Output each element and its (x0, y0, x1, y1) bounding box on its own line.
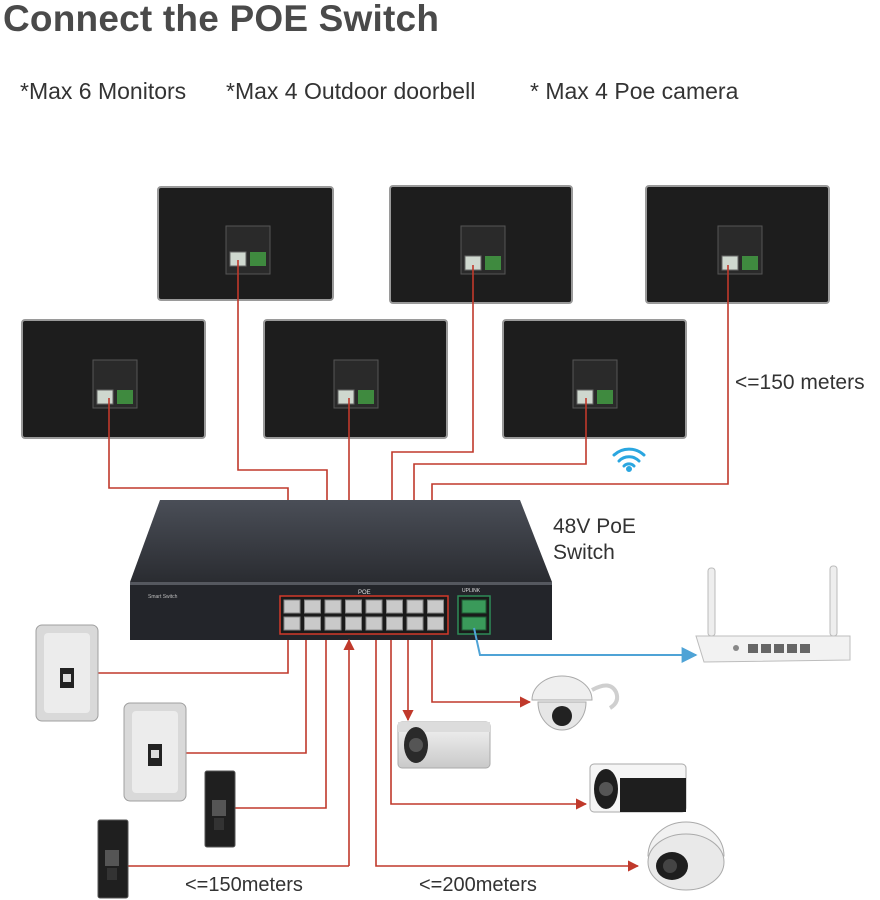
camera-cables (375, 640, 640, 872)
doorbell-cables (76, 638, 355, 872)
doorbell-2 (123, 702, 187, 802)
switch-port (365, 616, 383, 631)
camera-distance-label: <=200meters (419, 874, 537, 896)
switch-poe-label: POE (358, 590, 371, 596)
switch-port (304, 616, 321, 631)
switch-port (324, 616, 342, 631)
limit-cameras: * Max 4 Poe camera (530, 78, 739, 104)
monitor-distance-label: <=150 meters (735, 371, 865, 394)
switch-port (283, 616, 301, 631)
monitor-6 (502, 319, 687, 439)
switch-port (283, 599, 301, 614)
doorbell-1 (35, 624, 99, 722)
switch-name-line1: 48V PoE (553, 515, 636, 538)
switch-port (406, 616, 424, 631)
camera-dome (531, 675, 620, 731)
camera-turret (647, 821, 725, 891)
limit-doorbells: *Max 4 Outdoor doorbell (226, 78, 476, 104)
switch-port (386, 599, 403, 614)
uplink-port (461, 599, 487, 614)
switch-brand-label: Smart Switch (148, 594, 178, 600)
wifi-icon (612, 447, 646, 472)
limit-monitors: *Max 6 Monitors (20, 78, 187, 104)
doorbell-distance-label: <=150meters (185, 874, 303, 896)
monitor-5 (263, 319, 448, 439)
switch-port (406, 599, 424, 614)
uplink-cable (473, 627, 698, 663)
switch-port (345, 616, 362, 631)
switch-ports (283, 599, 487, 631)
camera-bullet-1 (397, 721, 491, 769)
switch-uplink-label: UPLINK (462, 588, 481, 594)
page-title: Connect the POE Switch (3, 0, 440, 39)
monitor-2 (389, 185, 573, 304)
switch-port (365, 599, 383, 614)
switch-port (427, 599, 444, 614)
router (695, 565, 851, 663)
switch-port (427, 616, 444, 631)
monitor-4 (21, 319, 206, 439)
switch-name-line2: Switch (553, 541, 615, 564)
switch-port (345, 599, 362, 614)
switch-port (386, 616, 403, 631)
monitor-1 (157, 186, 334, 301)
monitor-3 (645, 185, 830, 304)
switch-port (324, 599, 342, 614)
switch-port (304, 599, 321, 614)
doorbell-4 (97, 819, 129, 899)
doorbell-3 (204, 770, 236, 848)
camera-bullet-2 (589, 763, 687, 813)
